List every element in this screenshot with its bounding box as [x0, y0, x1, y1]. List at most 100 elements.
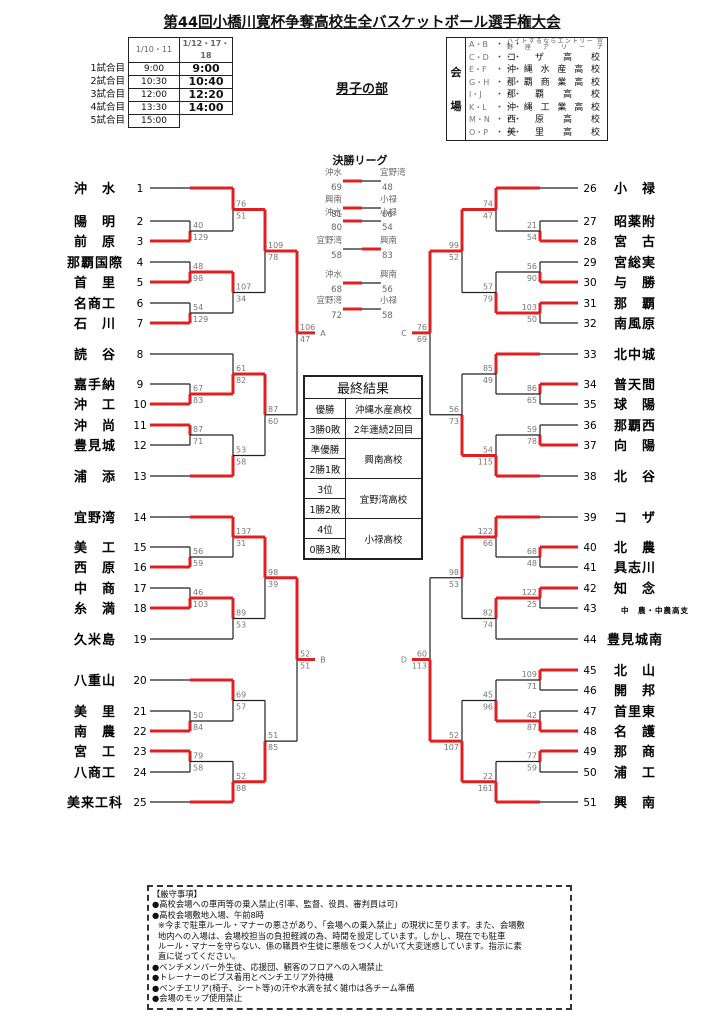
score-top: 46 — [193, 588, 203, 597]
seed-number: 22 — [133, 726, 146, 738]
result-row: 優勝沖縄水産高校 — [303, 398, 423, 419]
score-top: 122 — [478, 527, 493, 536]
venue-name: 西原高校 — [507, 115, 604, 125]
venue-name: コザ高校 — [507, 52, 604, 63]
score-top: 107 — [236, 283, 251, 292]
rr-team-right: 小禄 — [380, 207, 398, 218]
team-name: 小 禄 — [614, 181, 656, 197]
score-bottom: 161 — [478, 784, 493, 793]
score-top: 68 — [527, 547, 537, 556]
score-bottom: 84 — [193, 723, 203, 732]
seed-number: 16 — [133, 562, 147, 574]
venue-code: A・B — [469, 40, 488, 49]
venue-code: O・P — [469, 127, 489, 137]
notice-line: ●高校会場敷地入場、午前8時 — [152, 909, 265, 920]
score-bottom: 53 — [236, 621, 246, 630]
game-slot-label: 3試合目 — [90, 89, 125, 100]
team-name: 那覇西 — [614, 419, 656, 434]
team-name: 宮総実 — [614, 255, 656, 271]
score-top: 109 — [522, 670, 537, 679]
team-name: 那 商 — [614, 744, 656, 760]
team-name: 北 農 — [614, 540, 656, 556]
team-name: 球 陽 — [614, 397, 656, 413]
notice-line: 直に従ってください。 — [158, 951, 241, 962]
score-bottom: 58 — [236, 458, 246, 467]
team-name: 嘉手納 — [73, 377, 116, 393]
team-name: 具志川 — [614, 560, 656, 576]
result-row: 3位宜野湾高校 — [303, 478, 423, 519]
round-robin-title: 決勝リーグ — [332, 154, 388, 167]
seed-number: 9 — [137, 379, 144, 391]
score-bottom: 25 — [527, 600, 537, 609]
seed-number: 3 — [137, 236, 144, 248]
seed-number: 34 — [583, 379, 597, 391]
score-top: 99 — [449, 241, 459, 250]
result-team: 宜野湾高校 — [345, 478, 423, 519]
seed-number: 47 — [583, 706, 596, 718]
rr-team-left: 宜野湾 — [316, 295, 342, 306]
venue-row: O・P・・・美里高校 — [469, 127, 604, 140]
seed-number: 23 — [133, 746, 146, 758]
venue-label-bottom: 場 — [450, 100, 462, 113]
venue-label-top: 会 — [450, 66, 462, 79]
game-time-day2: 10:40 — [179, 75, 233, 89]
score-top: 87 — [268, 405, 278, 414]
score-top: 52 — [449, 731, 459, 740]
seed-number: 33 — [583, 349, 596, 361]
score-bottom: 88 — [236, 784, 246, 793]
score-bottom: 34 — [236, 295, 246, 304]
score-bottom: 49 — [483, 376, 493, 385]
block-label: A — [320, 329, 326, 338]
rr-team-right: 宜野湾 — [380, 167, 406, 178]
game-slot-label: 5試合目 — [90, 115, 125, 126]
team-name: 八重山 — [73, 673, 116, 689]
score-bottom: 98 — [193, 274, 203, 283]
score-bottom: 58 — [193, 764, 203, 773]
final-results-title: 最終結果 — [303, 375, 423, 399]
score-bottom: 107 — [444, 743, 459, 752]
score-bottom: 31 — [236, 539, 246, 548]
venue-code: C・D — [469, 52, 489, 62]
team-name: 美 工 — [74, 540, 116, 556]
seed-number: 26 — [583, 183, 597, 195]
score-top: 89 — [236, 609, 246, 618]
page-title: 第44回小橋川寛杯争奪高校生全バスケットボール選手権大会 — [0, 11, 724, 32]
notice-line: ●ベンチメンバー外生徒、応援団、観客のフロアへの入場禁止 — [152, 961, 384, 972]
venue-side-label: 会 場 — [447, 38, 466, 140]
score-top: 57 — [483, 283, 493, 292]
notes-header: 【厳守事項】 — [152, 889, 202, 899]
final-title-row: 最終結果 — [303, 375, 423, 399]
seed-number: 49 — [583, 746, 596, 758]
team-name: 那覇国際 — [67, 255, 123, 271]
seed-number: 50 — [583, 767, 596, 779]
rr-team-left: 沖水 — [325, 167, 343, 178]
game-slot-label: 2試合目 — [90, 76, 125, 87]
seed-number: 43 — [583, 603, 596, 615]
team-name: 美 里 — [74, 704, 116, 720]
venue-code: G・H — [469, 77, 490, 87]
team-name: 浦 工 — [614, 765, 656, 781]
venue-row: I・J・・・那覇高校 — [469, 89, 604, 102]
seed-number: 12 — [133, 440, 146, 452]
team-name: 与 勝 — [614, 275, 656, 291]
rr-score-right: 56 — [382, 285, 393, 295]
result-record: 3勝0敗 — [303, 418, 346, 439]
score-top: 76 — [236, 200, 246, 209]
seed-number: 37 — [583, 440, 596, 452]
seed-number: 35 — [583, 399, 596, 411]
venue-row: G・H・・・那覇商業高校 — [469, 77, 604, 90]
score-bottom: 129 — [193, 233, 208, 242]
team-name: 向 陽 — [614, 438, 656, 454]
score-top: 40 — [193, 221, 203, 230]
seed-number: 24 — [133, 767, 147, 779]
team-name: 八商工 — [73, 765, 116, 781]
score-bottom: 83 — [193, 396, 203, 405]
seed-number: 19 — [133, 634, 146, 646]
team-name: 豊見城南 — [607, 632, 663, 648]
score-top: 85 — [483, 364, 493, 373]
score-bottom: 60 — [268, 417, 278, 426]
rr-score-right: 54 — [382, 223, 393, 233]
